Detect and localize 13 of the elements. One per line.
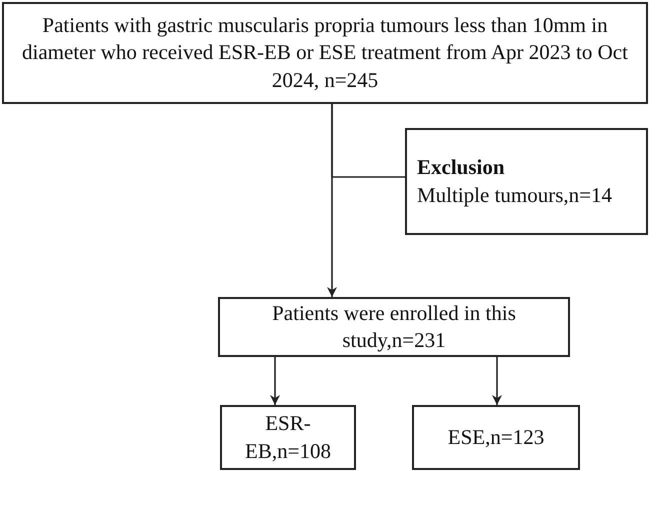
process-box (218, 297, 570, 357)
box-heading: Exclusion (417, 154, 505, 182)
box-text: Patients with gastric muscularis propria tumours less than 10mm in diameter who received ESR-EB or ESE treatment from Apr 2023 to Oct 2024, n=245 (21, 12, 629, 94)
box-text: Patients were enrolled in this study,n=231 (271, 300, 517, 354)
process-box (220, 405, 356, 470)
process-box (2, 2, 648, 104)
arrow (492, 357, 502, 405)
process-box (405, 128, 648, 235)
box-text: Multiple tumours,n=14 (417, 182, 612, 208)
process-box (412, 405, 580, 470)
arrow (270, 357, 280, 405)
box-text: ESR-EB,n=108 (244, 410, 332, 464)
box-text: ESE,n=123 (448, 424, 544, 451)
